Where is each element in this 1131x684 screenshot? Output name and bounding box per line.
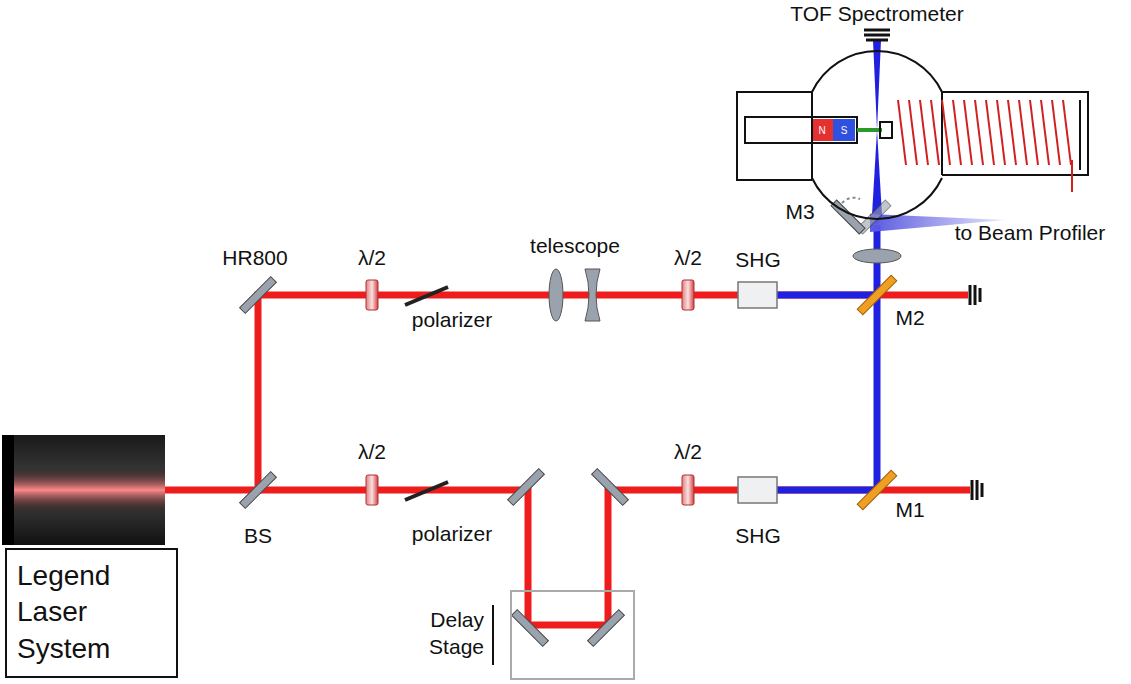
concave-lens bbox=[585, 269, 600, 321]
blue-beam bbox=[777, 225, 877, 490]
part-label: SHG bbox=[735, 524, 781, 547]
tof-detector bbox=[864, 30, 890, 40]
part-label: λ/2 bbox=[358, 246, 386, 269]
part-label: λ/2 bbox=[674, 440, 702, 463]
beam-dump bbox=[970, 285, 982, 500]
part-label: λ/2 bbox=[358, 440, 386, 463]
shg-crystal bbox=[738, 282, 777, 503]
part-label: S bbox=[841, 125, 848, 136]
vacuum-chamber bbox=[737, 51, 1088, 219]
convex-lens bbox=[549, 269, 563, 321]
delay-stage-box: Delay Stage bbox=[510, 590, 635, 680]
magnet bbox=[813, 119, 833, 141]
part-label: to Beam Profiler bbox=[955, 221, 1106, 244]
part-label: N bbox=[818, 125, 825, 136]
dichroic-mirror bbox=[857, 275, 897, 510]
mirror bbox=[240, 200, 891, 646]
node-text: Delay Stage bbox=[414, 606, 484, 661]
part-label: HR800 bbox=[222, 246, 287, 269]
part-label: polarizer bbox=[412, 522, 493, 545]
part-label: TOF Spectrometer bbox=[790, 2, 964, 25]
coil bbox=[898, 100, 1071, 165]
part-label: SHG bbox=[735, 248, 781, 271]
red-beam bbox=[165, 295, 970, 625]
node-text: Legend Laser System bbox=[17, 558, 147, 667]
part-label: BS bbox=[244, 524, 272, 547]
part-label: M3 bbox=[785, 200, 814, 223]
half-wave-plate bbox=[366, 280, 694, 505]
needle bbox=[857, 128, 882, 132]
laser-head bbox=[2, 435, 165, 545]
part-label: polarizer bbox=[412, 308, 493, 331]
part-label: M1 bbox=[895, 498, 924, 521]
part-label: telescope bbox=[530, 234, 620, 257]
laser-box: Legend Laser System bbox=[5, 548, 178, 678]
focus-lens bbox=[853, 249, 901, 263]
part-label: M2 bbox=[895, 306, 924, 329]
part-label: λ/2 bbox=[674, 246, 702, 269]
